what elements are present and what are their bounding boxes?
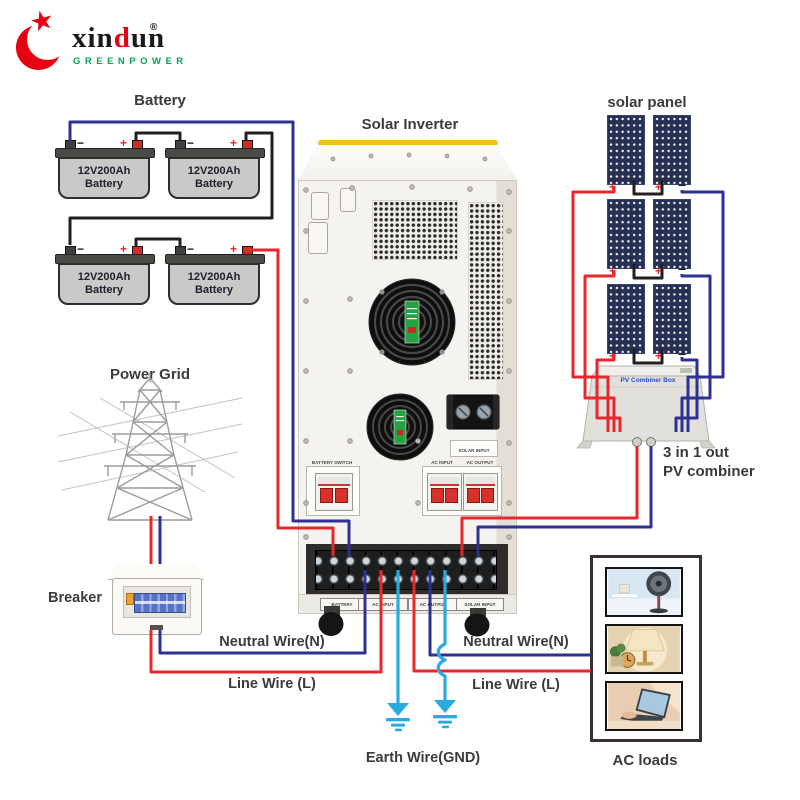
plus-mark: + bbox=[655, 180, 663, 194]
cable-slot bbox=[150, 625, 163, 630]
inverter-title: Solar Inverter bbox=[361, 116, 459, 133]
line-wire-label-right: Line Wire (L) bbox=[472, 677, 560, 693]
solar-panel-title: solar panel bbox=[607, 94, 687, 111]
battery-switch-breaker[interactable] bbox=[315, 473, 353, 511]
port bbox=[308, 222, 328, 254]
mini-breakers[interactable] bbox=[134, 593, 186, 613]
inverter-top-trim bbox=[318, 140, 498, 146]
power-grid-title: Power Grid bbox=[109, 366, 191, 383]
breaker-box bbox=[108, 563, 204, 635]
battery-switch-label: BATTERY SWITCH bbox=[311, 460, 353, 465]
battery-title: Battery bbox=[134, 92, 186, 109]
brand-logo: ★ xindun ® GREENPOWER bbox=[0, 0, 230, 80]
breaker-label: Breaker bbox=[47, 590, 102, 606]
plus-mark: + bbox=[609, 349, 617, 363]
port bbox=[311, 192, 329, 220]
solar-panel bbox=[653, 115, 691, 185]
vent-grille-right bbox=[468, 202, 504, 380]
plus-mark: + bbox=[609, 180, 617, 194]
breaker-din-rail bbox=[123, 586, 191, 618]
terminal-strip[interactable] bbox=[315, 550, 497, 590]
ac-breaker-panel bbox=[422, 466, 502, 516]
neutral-wire-label-right: Neutral Wire(N) bbox=[463, 634, 569, 650]
brand-tagline: GREENPOWER bbox=[73, 56, 188, 67]
laptop-photo bbox=[605, 681, 683, 731]
port bbox=[340, 188, 356, 212]
minus-mark: − bbox=[678, 261, 687, 277]
line-wire-label-left: Line Wire (L) bbox=[228, 676, 316, 692]
solar-panel bbox=[607, 199, 645, 269]
combiner-caption-line1: 3 in 1 out bbox=[663, 444, 729, 461]
neutral-wire-label-left: Neutral Wire(N) bbox=[219, 634, 325, 650]
transmission-tower bbox=[57, 372, 243, 521]
minus-mark: − bbox=[678, 177, 687, 193]
registered-mark: ® bbox=[150, 22, 158, 33]
minus-mark: − bbox=[678, 346, 687, 362]
solar-inverter: BATTERY SWITCH AC INPUT AC OUTPUT SOLAR … bbox=[298, 140, 517, 614]
ac-input-label: AC INPUT bbox=[431, 460, 453, 465]
ground-symbol bbox=[386, 700, 457, 732]
pv-combiner-box-label: PV Combiner Box bbox=[620, 377, 676, 384]
solar-panel bbox=[607, 115, 645, 185]
solar-panel bbox=[607, 284, 645, 354]
ac-loads-label: AC loads bbox=[612, 752, 678, 769]
fan-photo bbox=[605, 567, 683, 617]
battery-switch-panel bbox=[306, 466, 360, 516]
ac-input-breaker[interactable] bbox=[427, 473, 462, 511]
indicator-chip bbox=[126, 593, 134, 605]
ac-loads-box bbox=[590, 555, 702, 742]
terminal-plate-ac-output: AC OUTPUT bbox=[408, 598, 458, 611]
combiner-caption-line2: PV combiner bbox=[663, 463, 755, 480]
plus-mark: + bbox=[609, 264, 617, 278]
terminal-plate-ac-input: AC INPUT bbox=[358, 598, 408, 611]
ac-output-breaker[interactable] bbox=[463, 473, 498, 511]
plus-mark: + bbox=[655, 264, 663, 278]
crescent-moon-icon bbox=[16, 18, 74, 72]
vent-grille-top bbox=[372, 200, 458, 260]
solar-panel bbox=[653, 199, 691, 269]
inverter-top-face bbox=[298, 145, 517, 180]
breaker-body bbox=[112, 578, 202, 635]
ac-output-label: AC OUTPUT bbox=[466, 460, 494, 465]
plus-mark: + bbox=[655, 349, 663, 363]
lamp-photo bbox=[605, 624, 683, 674]
solar-input-plate: SOLAR INPUT bbox=[450, 440, 498, 457]
brand-name: xindun bbox=[72, 22, 166, 54]
earth-wire-label: Earth Wire(GND) bbox=[365, 750, 481, 766]
solar-panel bbox=[653, 284, 691, 354]
terminal-plate-solar-input: SOLAR INPUT bbox=[456, 598, 504, 611]
